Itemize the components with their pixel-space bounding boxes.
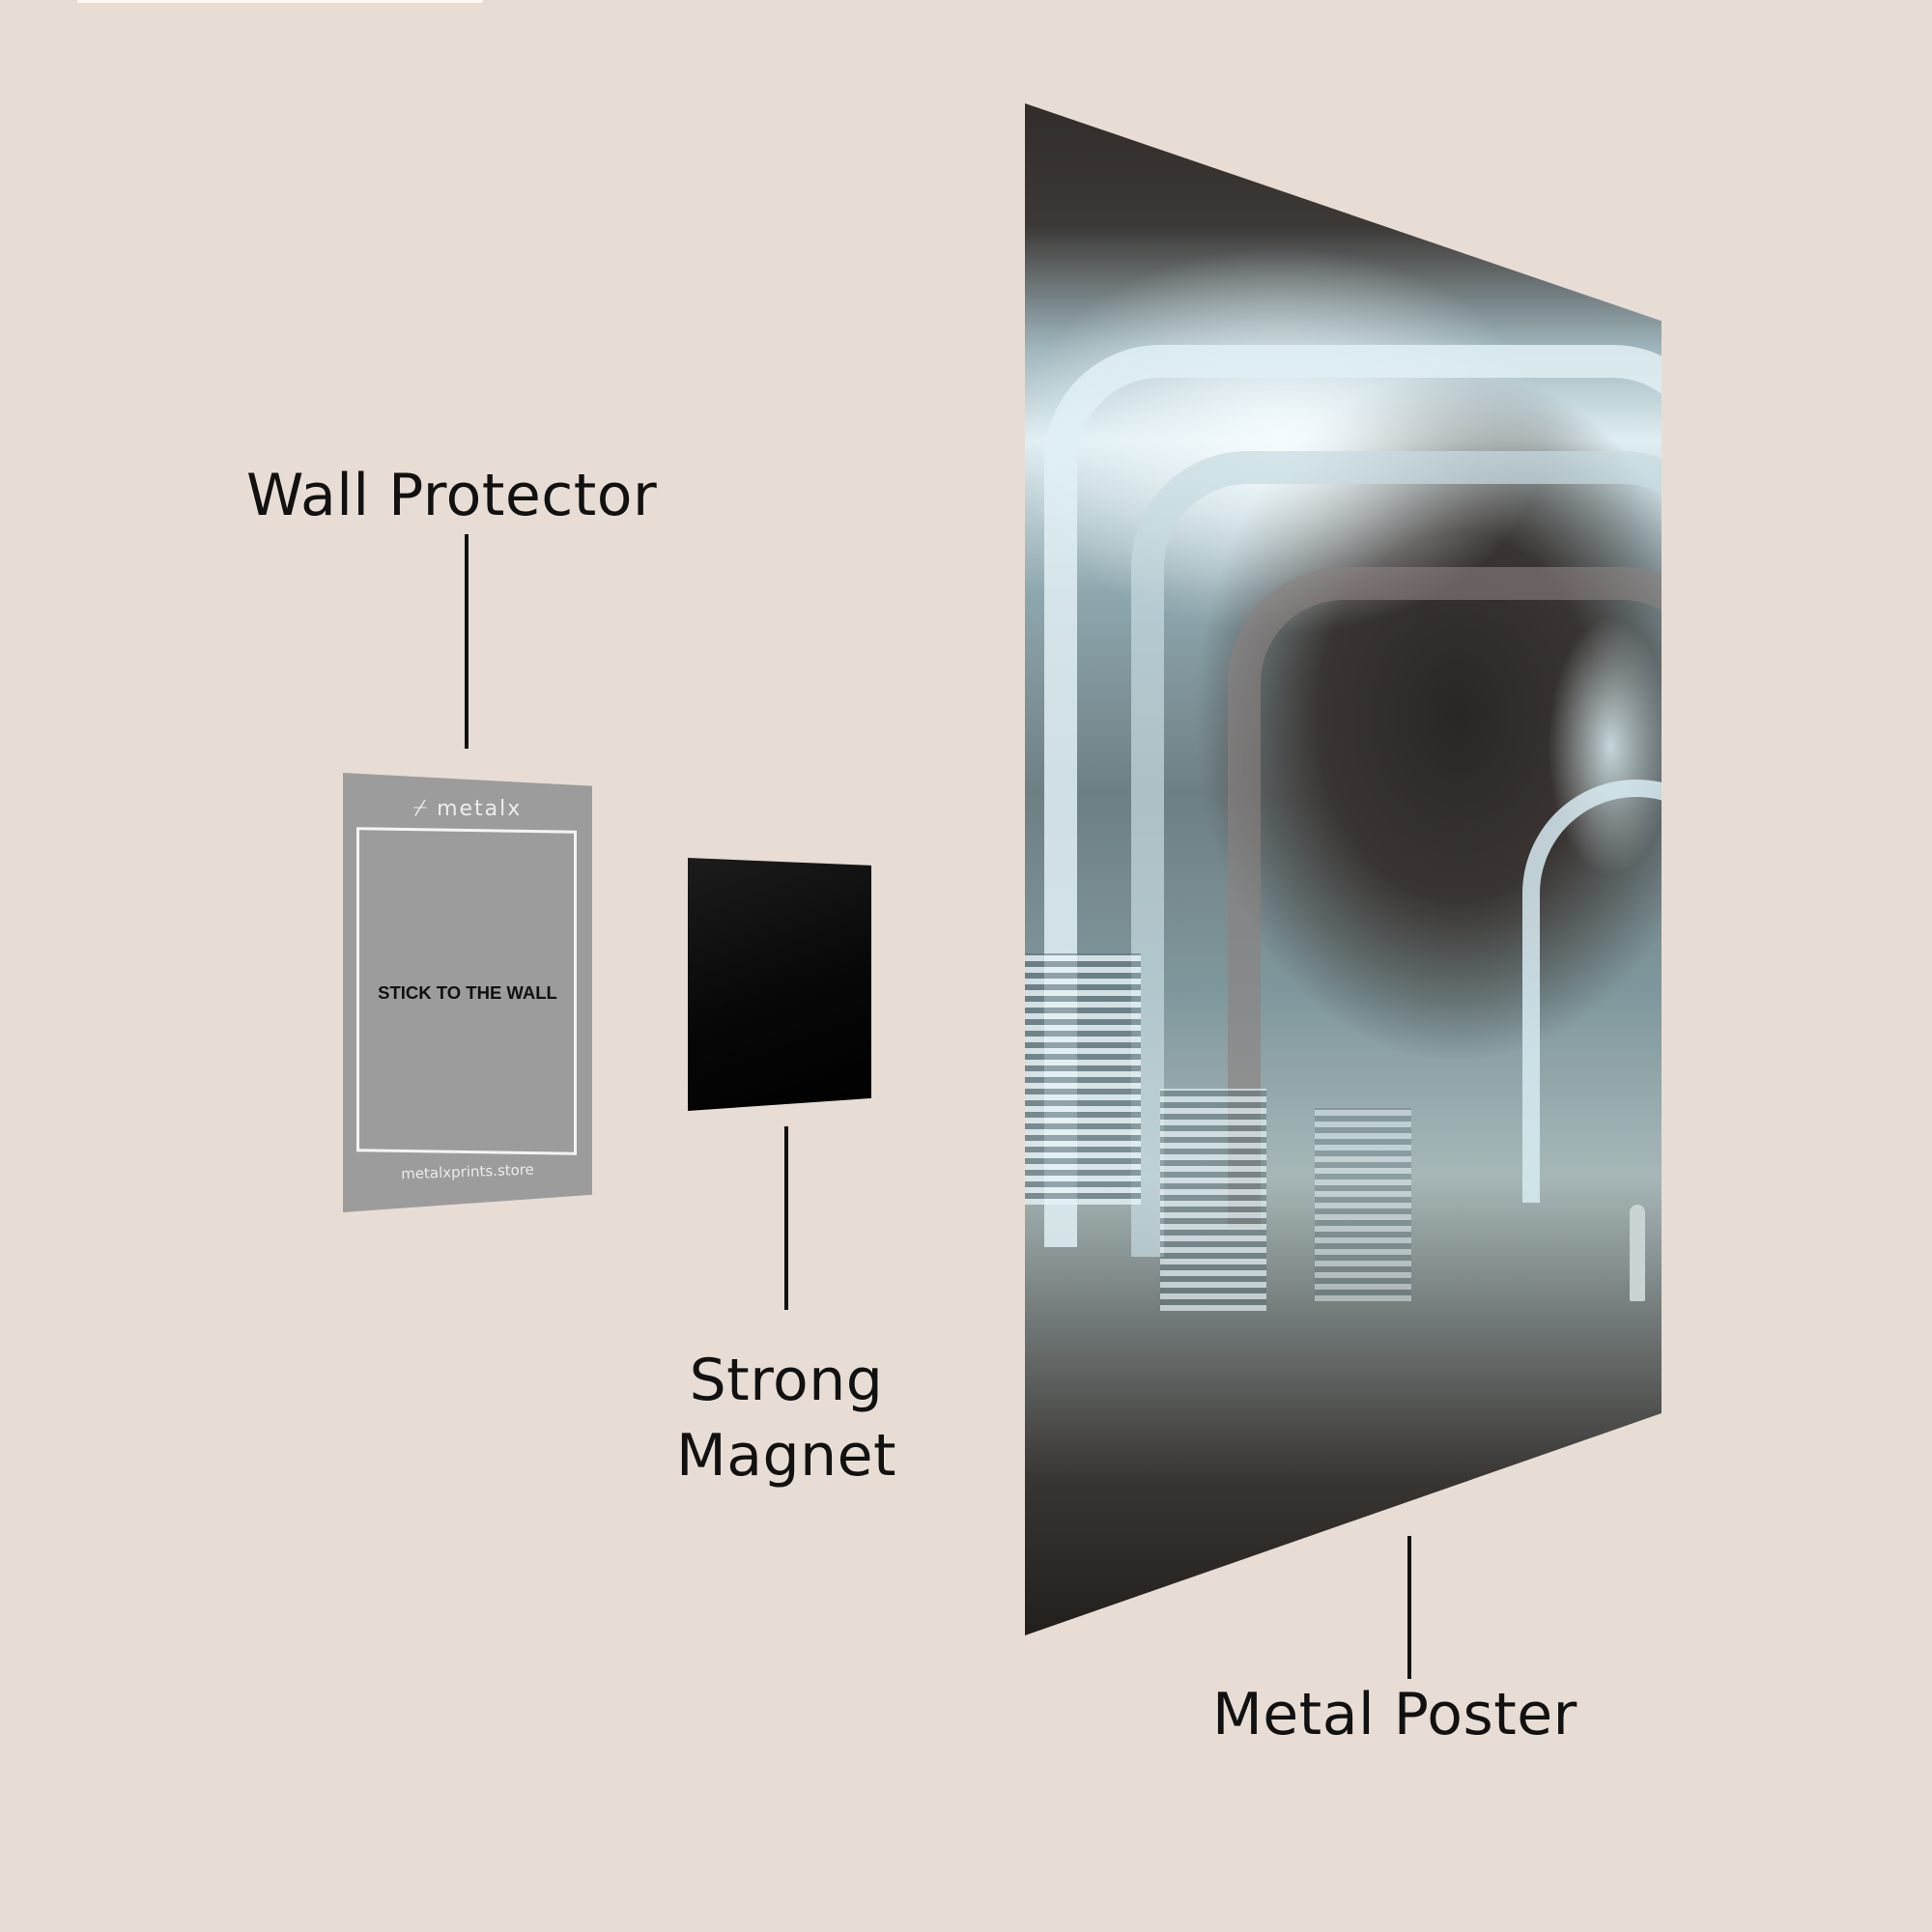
label-strong-magnet: Strong Magnet — [665, 1343, 908, 1493]
metalx-logo-icon: ⌿ — [412, 794, 430, 821]
leader-line-strong-magnet — [784, 1126, 788, 1310]
leader-line-wall-protector — [465, 534, 469, 749]
wall-ribbing-left — [1025, 953, 1141, 1205]
label-metal-poster: Metal Poster — [1212, 1681, 1577, 1748]
wall-ribbing-mid — [1160, 1089, 1266, 1311]
standing-person — [1630, 1205, 1645, 1301]
label-strong-magnet-line2: Magnet — [675, 1422, 897, 1490]
strong-magnet-plate — [688, 858, 871, 1111]
tunnel-arch-far — [1522, 780, 1662, 1203]
wall-protector-plate: ⌿ metalx STICK TO THE WALL metalxprints.s… — [343, 773, 592, 1212]
leader-line-metal-poster — [1407, 1536, 1411, 1679]
website-text: metalxprints.store — [400, 1160, 535, 1183]
top-edge-strip — [77, 0, 483, 3]
stick-instruction: STICK TO THE WALL — [378, 982, 557, 1003]
brand-name: metalx — [437, 797, 523, 821]
label-wall-protector: Wall Protector — [246, 462, 658, 529]
metal-poster-artwork — [1025, 103, 1662, 1635]
label-strong-magnet-line1: Strong — [689, 1347, 884, 1414]
tunnel-arch-inner — [1228, 567, 1662, 1228]
wall-ribbing-right — [1315, 1108, 1411, 1301]
metalx-logo: ⌿ metalx — [343, 794, 592, 821]
